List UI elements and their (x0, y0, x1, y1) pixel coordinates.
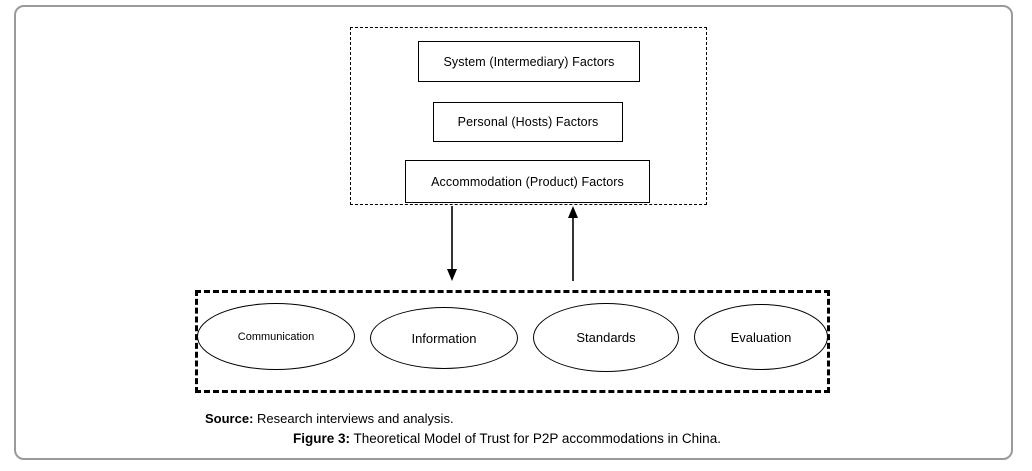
box-personal-hosts-factors: Personal (Hosts) Factors (433, 102, 623, 142)
ellipse-information-label: Information (411, 330, 477, 346)
box-personal-label: Personal (Hosts) Factors (457, 115, 599, 129)
source-line: Source: Research interviews and analysis… (205, 411, 454, 426)
figure-caption-label: Figure 3: (293, 431, 351, 446)
factors-group-container (350, 27, 707, 205)
ellipse-standards: Standards (533, 303, 679, 372)
figure-caption-text: Theoretical Model of Trust for P2P accom… (350, 431, 721, 446)
ellipse-communication: Communication (197, 303, 355, 370)
source-label: Source: (205, 411, 254, 426)
ellipse-information: Information (370, 307, 518, 369)
ellipse-evaluation-label: Evaluation (730, 329, 792, 345)
dimensions-group-container (195, 290, 830, 393)
source-text: Research interviews and analysis. (253, 411, 454, 426)
box-accommodation-label: Accommodation (Product) Factors (431, 174, 624, 189)
box-system-intermediary-factors: System (Intermediary) Factors (418, 41, 640, 82)
ellipse-standards-label: Standards (576, 330, 636, 345)
box-system-label: System (Intermediary) Factors (443, 54, 615, 69)
ellipse-communication-label: Communication (237, 330, 315, 343)
figure-caption: Figure 3: Theoretical Model of Trust for… (293, 431, 721, 446)
box-accommodation-product-factors: Accommodation (Product) Factors (405, 160, 650, 203)
ellipse-evaluation: Evaluation (694, 304, 828, 370)
